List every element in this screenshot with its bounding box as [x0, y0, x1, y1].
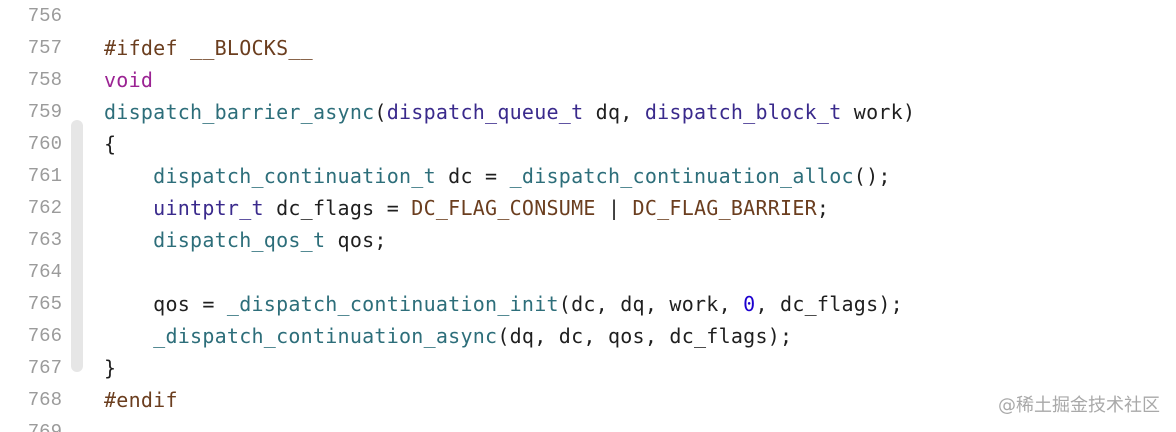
code-token-num: 0: [743, 292, 756, 316]
code-token-plain: [104, 228, 153, 252]
line-number: 760: [27, 133, 62, 155]
code-token-type: dispatch_block_t: [644, 100, 842, 124]
code-text[interactable]: qos = _dispatch_continuation_init(dc, dq…: [104, 292, 903, 316]
code-line[interactable]: 759 dispatch_barrier_async(dispatch_queue…: [0, 96, 1176, 128]
code-token-macro: DC_FLAG_BARRIER: [632, 196, 817, 220]
line-number: 768: [27, 389, 62, 411]
code-token-plain: ;: [816, 196, 830, 220]
line-number: 762: [27, 197, 62, 219]
code-token-plain: work): [841, 100, 916, 124]
code-line[interactable]: 756: [0, 0, 1176, 32]
code-line[interactable]: 769: [0, 416, 1176, 432]
code-text[interactable]: #ifdef __BLOCKS__: [104, 36, 313, 60]
code-token-plain: qos;: [325, 228, 387, 252]
code-token-func: dispatch_continuation_t: [153, 164, 436, 188]
code-token-pre: #endif: [104, 388, 178, 412]
line-number: 757: [27, 37, 62, 59]
code-line[interactable]: 768 #endif: [0, 384, 1176, 416]
code-fold-ribbon[interactable]: [71, 120, 83, 372]
code-token-plain: [104, 164, 153, 188]
code-token-plain: dc =: [435, 164, 510, 188]
code-token-func: dispatch_qos_t: [153, 228, 326, 252]
line-number: 766: [27, 325, 62, 347]
code-token-func: _dispatch_continuation_async: [153, 324, 498, 348]
code-line[interactable]: 762 uintptr_t dc_flags = DC_FLAG_CONSUME…: [0, 192, 1176, 224]
code-line[interactable]: 760 {: [0, 128, 1176, 160]
code-line[interactable]: 757 #ifdef __BLOCKS__: [0, 32, 1176, 64]
code-text[interactable]: }: [104, 356, 116, 380]
code-token-plain: qos =: [104, 292, 227, 316]
watermark: @稀土掘金技术社区: [998, 395, 1160, 416]
code-token-plain: (dq, dc, qos, dc_flags);: [497, 324, 793, 348]
code-token-type: uintptr_t: [153, 196, 264, 220]
code-line[interactable]: 765 qos = _dispatch_continuation_init(dc…: [0, 288, 1176, 320]
line-number: 765: [27, 293, 62, 315]
code-text[interactable]: dispatch_continuation_t dc = _dispatch_c…: [104, 164, 891, 188]
line-number: 756: [27, 5, 62, 27]
code-token-macro: DC_FLAG_CONSUME: [411, 196, 596, 220]
code-token-plain: (: [374, 100, 387, 124]
code-token-plain: (dc, dq, work,: [558, 292, 744, 316]
code-line[interactable]: 766 _dispatch_continuation_async(dq, dc,…: [0, 320, 1176, 352]
code-line[interactable]: 758 void: [0, 64, 1176, 96]
code-token-func: _dispatch_continuation_alloc: [509, 164, 854, 188]
code-token-plain: dq,: [583, 100, 645, 124]
code-text[interactable]: dispatch_qos_t qos;: [104, 228, 387, 252]
code-token-plain: , dc_flags);: [755, 292, 903, 316]
code-text[interactable]: #endif: [104, 388, 178, 412]
code-token-func: _dispatch_continuation_init: [226, 292, 559, 316]
line-number: 759: [27, 101, 62, 123]
code-line[interactable]: 767}: [0, 352, 1176, 384]
code-token-plain: dc_flags =: [263, 196, 412, 220]
line-number: 764: [27, 261, 62, 283]
code-token-pre: #ifdef __BLOCKS__: [104, 36, 313, 60]
code-line[interactable]: 763 dispatch_qos_t qos;: [0, 224, 1176, 256]
code-text[interactable]: uintptr_t dc_flags = DC_FLAG_CONSUME | D…: [104, 196, 829, 220]
code-text[interactable]: {: [104, 132, 116, 156]
code-text[interactable]: dispatch_barrier_async(dispatch_queue_t …: [104, 100, 915, 124]
code-token-func: dispatch_barrier_async: [104, 100, 375, 124]
line-number: 763: [27, 229, 62, 251]
code-token-plain: ();: [853, 164, 891, 188]
code-token-plain: |: [595, 196, 633, 220]
code-line[interactable]: 761 dispatch_continuation_t dc = _dispat…: [0, 160, 1176, 192]
code-line[interactable]: 764: [0, 256, 1176, 288]
code-token-type: dispatch_queue_t: [386, 100, 584, 124]
code-text[interactable]: void: [104, 68, 153, 92]
line-number: 767: [27, 357, 62, 379]
code-token-plain: [104, 324, 153, 348]
code-token-plain: {: [104, 132, 117, 156]
line-number: 769: [27, 421, 62, 432]
line-number: 761: [27, 165, 62, 187]
code-token-plain: }: [104, 356, 117, 380]
code-text[interactable]: _dispatch_continuation_async(dq, dc, qos…: [104, 324, 792, 348]
code-token-key: void: [104, 68, 154, 92]
line-number: 758: [27, 69, 62, 91]
code-token-plain: [104, 196, 153, 220]
